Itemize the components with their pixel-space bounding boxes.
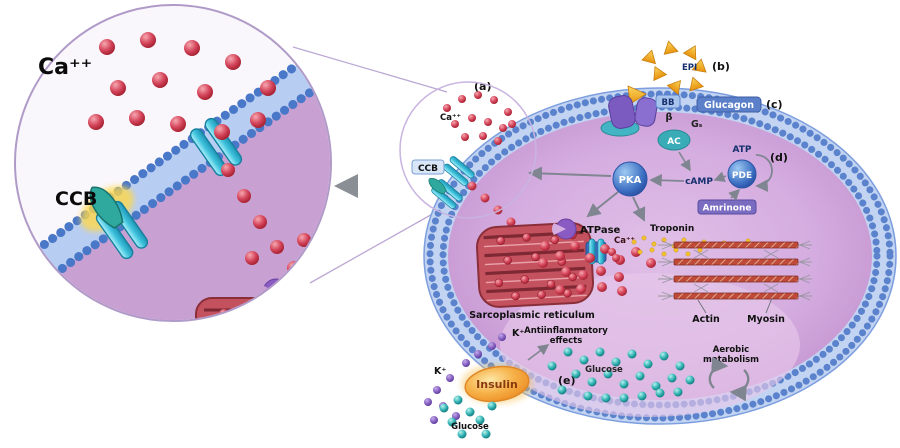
pka-effect-arrows [528,166,646,222]
glucagon-label: Glucagon [704,100,754,111]
magnifier-connector-lines [292,46,448,284]
glucagon-box [696,96,762,113]
antiinflammatory-label-1: Antiinflammatory [524,326,608,336]
actin-myosin-filaments [658,240,812,314]
calcium-troponin-label: Ca⁺⁺ [614,236,635,246]
glucose-in-label: Glucose [585,365,623,375]
sr-label: Sarcoplasmic reticulum [469,310,595,321]
troponin-dots [631,235,773,257]
glucose-molecules-intracellular [547,347,695,403]
bb-box [655,94,681,109]
adenylyl-cyclase [657,129,691,151]
zoom-direction-arrow [334,174,358,198]
membrane-outer-beads [426,90,894,422]
calcium-ions-extracellular [443,91,516,145]
marker-d: (d) [770,151,788,164]
marker-b: (b) [712,60,730,73]
ccb-label-box [411,159,445,175]
k-in-label: K⁺ [512,328,524,339]
glucose-molecules-extracellular [439,395,497,439]
troponin-label: Troponin [650,224,694,234]
inset-sarcoplasmic-reticulum [195,297,325,320]
bb-label: BB [662,98,675,108]
atpase-label: ATPase [580,225,621,236]
beta-receptor-complex: BB β Gₛ [600,85,703,137]
inset-blocked-channel [80,180,151,262]
ccb-label: CCB [418,164,438,174]
inset-ccb-label: CCB [55,188,97,210]
cardiac-myocyte-cell: (a) Ca⁺⁺ CCB EPI (b) BB β Gₛ Glucagon (c… [411,40,897,439]
ac-to-camp-arrow [678,151,691,172]
beta-label: β [665,112,672,123]
receptor-icon [608,95,636,129]
atp-pde-cycle-arrow [755,154,773,192]
amrinone-label: Amrinone [703,204,752,214]
calcium-ions-cytosol [538,241,656,296]
receptor-icon-2 [634,97,658,127]
insulin-blob [464,365,530,403]
insulin-label: Insulin [476,378,518,391]
ac-label: AC [667,137,681,147]
myosin-leader-line [765,297,773,314]
atp-label: ATP [732,145,751,155]
epi-label: EPI [682,63,697,73]
aerobic-label-2: metabolism [703,355,759,365]
marker-c: (c) [766,98,783,111]
camp-label: cAMP [685,177,713,187]
epi-ligand-icon [627,85,647,105]
gs-label: Gₛ [691,119,703,130]
epinephrine-triangles [641,40,707,96]
calcium-label-small: Ca⁺⁺ [440,113,461,123]
amrinone-to-pde-arrow [728,188,741,201]
cytoplasm-light-area [500,273,800,417]
pde-enzyme [727,159,757,189]
sarcoplasmic-reticulum [476,222,595,308]
actin-label: Actin [692,314,720,325]
amrinone-box [697,199,757,215]
atpase-pump [552,218,577,240]
myosin-label: Myosin [747,314,785,325]
insulin-to-antiinflammatory-arrow [527,344,550,361]
pka-enzyme [612,161,648,197]
marker-e: (e) [558,374,576,387]
aerobic-label-1: Aerobic [713,345,749,355]
aerobic-metabolism-cycle-arrows [708,356,750,402]
pka-label: PKA [619,175,642,186]
antiinflammatory-label-2: effects [550,336,583,346]
magnified-region-outline [399,81,537,219]
inset-calcium-label: Ca⁺⁺ [38,55,92,80]
calcium-ions-in-sr [494,230,577,301]
magnifier-inset: Ca⁺⁺ CCB [14,4,332,322]
k-out-label: K⁺ [434,366,446,377]
pde-label: PDE [732,171,752,181]
camp-to-pka-arrow [649,174,685,187]
glucose-out-label: Glucose [451,422,489,432]
actin-leader-line [697,299,707,314]
pde-to-camp-arrow [713,171,727,182]
inset-calcium-channel-3 [16,266,69,320]
